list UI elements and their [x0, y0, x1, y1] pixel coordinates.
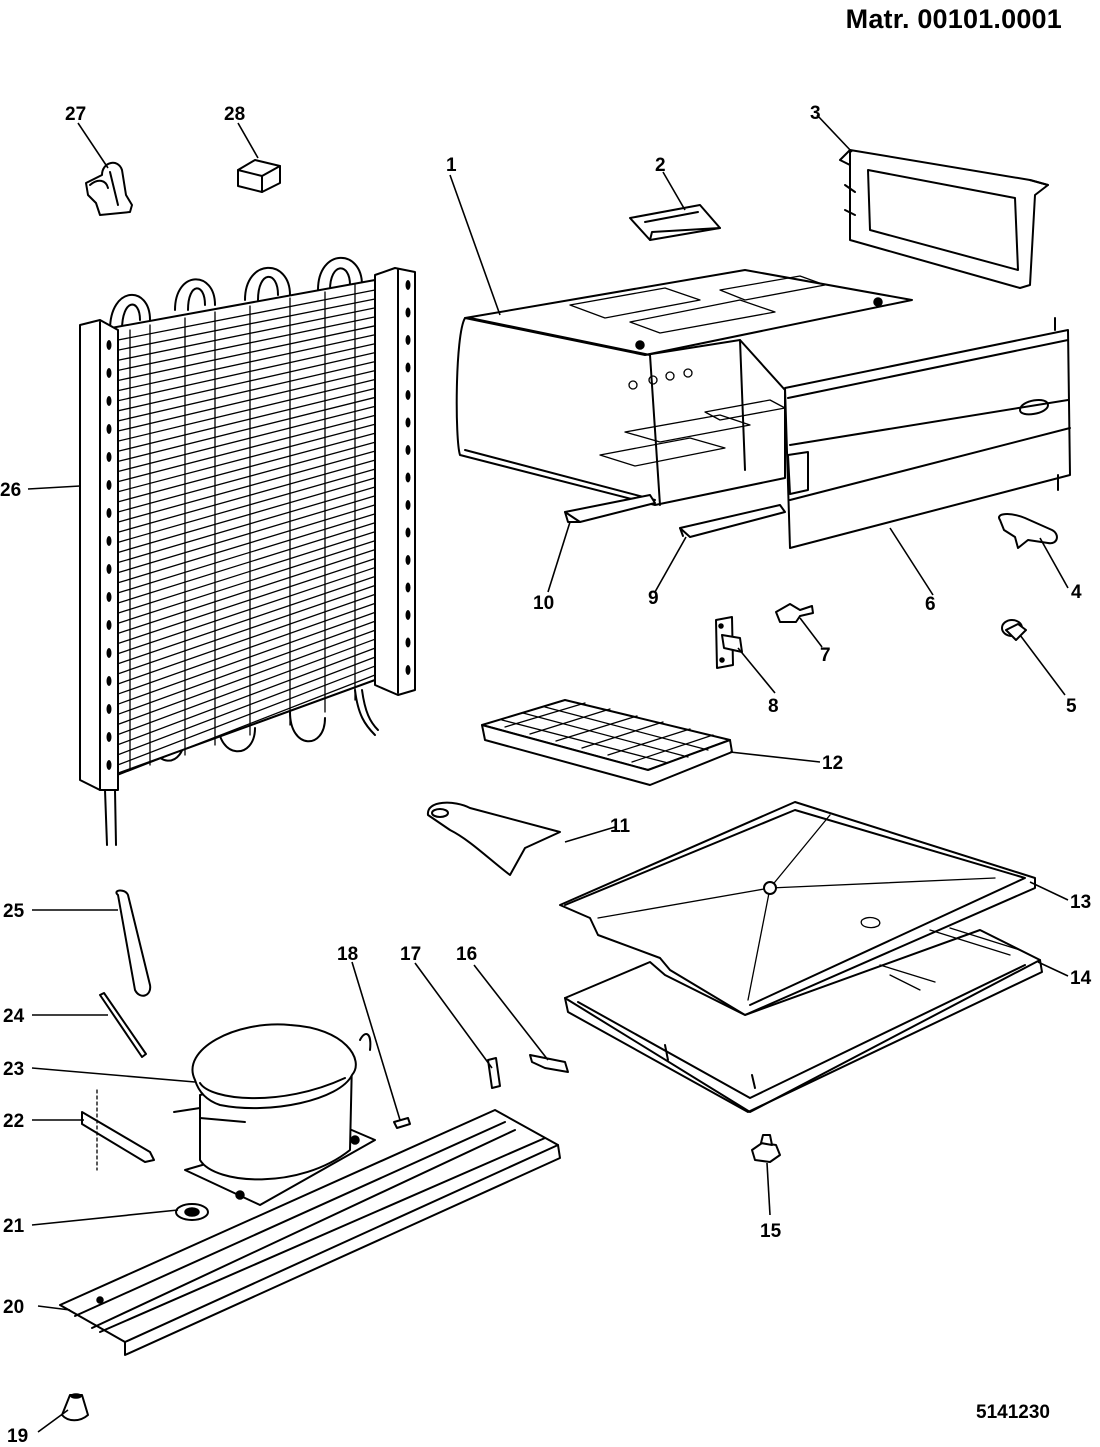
- part-26-condenser: [79, 256, 416, 846]
- callout-28: 28: [224, 104, 245, 125]
- part-8-hinge: [715, 616, 743, 669]
- callout-26: 26: [0, 480, 21, 501]
- part-19-foot: [61, 1393, 89, 1422]
- part-20-base-rail: [59, 1109, 561, 1356]
- part-1-evaporator: [455, 269, 913, 506]
- part-5-knob: [1001, 619, 1027, 641]
- part-2-bracket: [629, 204, 721, 241]
- part-21-grommet: [175, 1203, 209, 1221]
- part-3-frame: [839, 149, 1049, 289]
- part-27-clip: [85, 161, 133, 216]
- callout-27: 27: [65, 104, 86, 125]
- callout-18: 18: [337, 944, 358, 965]
- callout-13: 13: [1070, 892, 1091, 913]
- leader-lines: [27, 114, 1069, 1433]
- callout-11: 11: [610, 816, 631, 837]
- callout-4: 4: [1071, 582, 1082, 603]
- part-15-foot: [751, 1134, 781, 1163]
- callout-8: 8: [768, 696, 779, 717]
- callout-15: 15: [760, 1221, 782, 1242]
- callout-7: 7: [820, 645, 831, 666]
- callout-25: 25: [3, 901, 25, 922]
- callout-22: 22: [3, 1111, 24, 1132]
- callout-17: 17: [400, 944, 421, 965]
- drawing-number: 5141230: [976, 1402, 1050, 1423]
- callout-14: 14: [1070, 968, 1092, 989]
- part-9-runner: [679, 504, 786, 538]
- callout-12: 12: [822, 753, 843, 774]
- callout-19: 19: [7, 1426, 28, 1442]
- part-28-block: [237, 159, 281, 193]
- callout-2: 2: [655, 155, 666, 176]
- part-14-drip-tray: [564, 927, 1043, 1113]
- part-18-clip: [393, 1117, 411, 1129]
- callout-6: 6: [925, 594, 936, 615]
- part-7-fastener: [775, 603, 814, 623]
- part-23-compressor: [173, 1023, 376, 1206]
- part-6-front-panel: [784, 317, 1071, 549]
- part-17-clip: [487, 1057, 501, 1089]
- callout-labels: 1 2 3 4 5 6 7 8 9 10 11 12 13 14 15 16 1…: [0, 103, 1092, 1447]
- callout-1: 1: [446, 155, 457, 176]
- callout-3: 3: [810, 103, 821, 124]
- callout-5: 5: [1066, 696, 1077, 717]
- callout-16: 16: [456, 944, 477, 965]
- part-25-filter-drier: [115, 889, 152, 997]
- part-4-handle: [998, 513, 1058, 549]
- part-24-capillary: [99, 992, 147, 1058]
- callout-10: 10: [533, 593, 554, 614]
- callout-9: 9: [648, 588, 659, 609]
- callout-21: 21: [3, 1216, 25, 1237]
- part-12-ice-tray: [481, 699, 733, 786]
- page-title: Matr. 00101.0001: [845, 4, 1062, 34]
- callout-24: 24: [3, 1006, 25, 1027]
- part-11-scraper: [427, 801, 561, 876]
- callout-23: 23: [3, 1059, 24, 1080]
- callout-20: 20: [3, 1297, 24, 1318]
- part-16-clip: [529, 1054, 569, 1073]
- part-22-strap: [81, 1089, 155, 1171]
- part-13-cover-plate: [559, 801, 1036, 1016]
- part-10-runner: [564, 494, 656, 523]
